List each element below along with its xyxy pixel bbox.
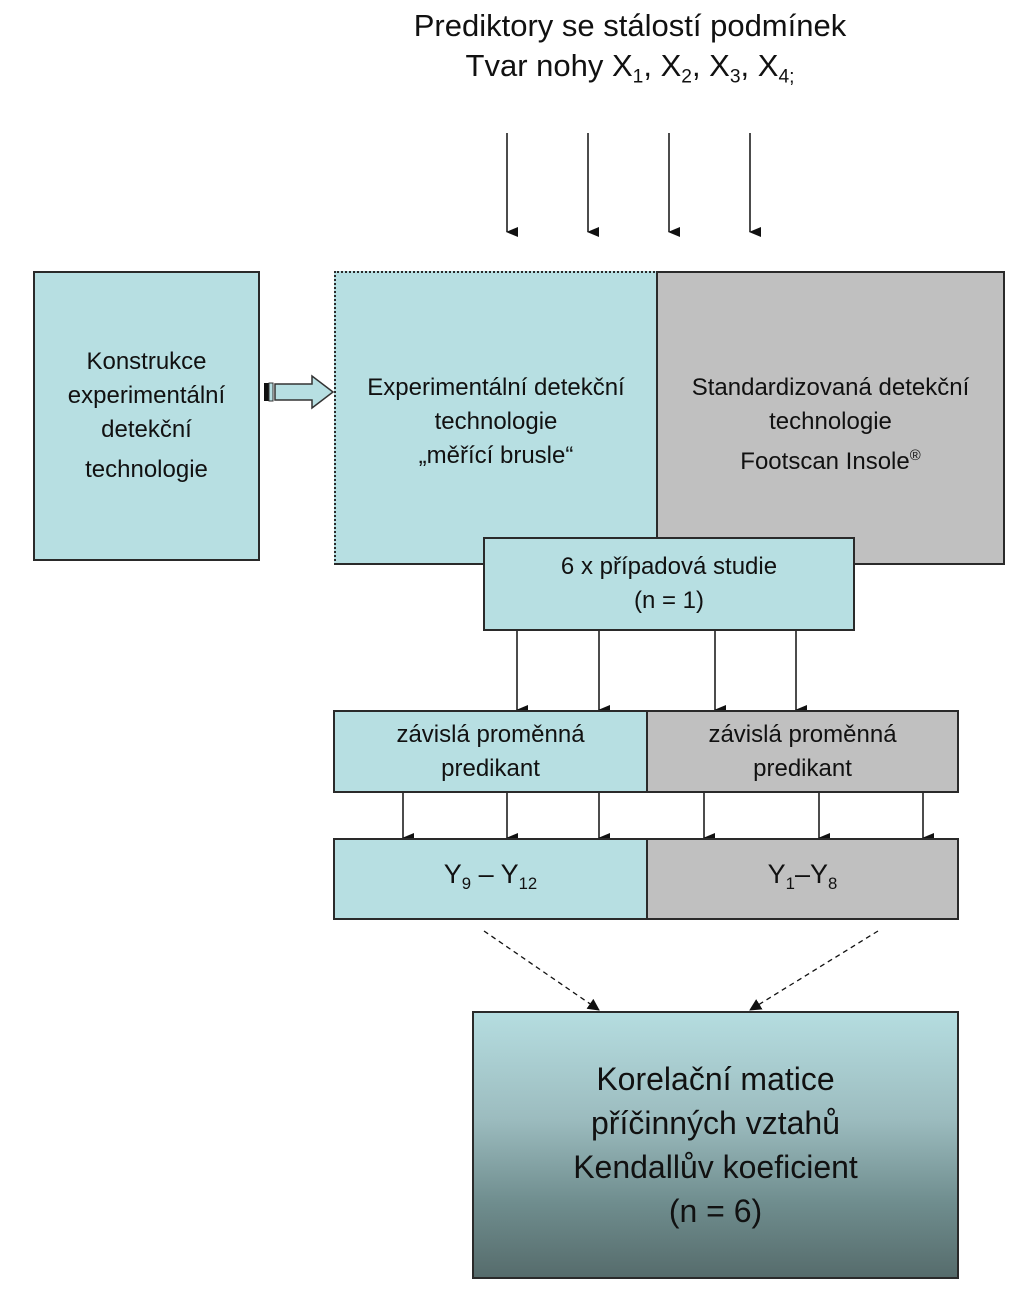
predictors-prefix: Tvar nohy (465, 48, 612, 83)
dependent-variable-left: závislá proměnná predikant (333, 710, 648, 793)
construction-line-3: detekční (101, 416, 192, 443)
dependent-left-line-1: závislá proměnná (396, 720, 585, 748)
correlation-matrix-box: Korelační matice příčinných vztahů Kenda… (472, 1011, 959, 1279)
y-range-left-text: Y9 – Y12 (443, 859, 538, 893)
block-arrow (264, 374, 335, 410)
experimental-line-2: technologie (434, 408, 558, 435)
dashed-arrow-left (483, 930, 600, 1011)
predictor-x1-index: 1 (632, 66, 644, 88)
construction-line-2: experimentální (67, 382, 226, 409)
predictors-title: Prediktory se stálostí podmínek Tvar noh… (300, 6, 960, 98)
case-study-box: 6 x případová studie (n = 1) (483, 537, 855, 631)
predictors-title-line2: Tvar nohy X1, X2, X3, X4; (465, 48, 795, 88)
dependent-right-line-1: závislá proměnná (708, 720, 897, 748)
case-study-line-1: 6 x případová studie (560, 553, 778, 580)
standard-product: Footscan Insole® (740, 439, 920, 479)
dependent-right-line-2: predikant (753, 754, 852, 782)
y-left-start-index: 9 (461, 873, 472, 893)
standard-line-2: technologie (769, 408, 892, 435)
predictor-x4-index: 4; (778, 66, 795, 88)
result-line-2: příčinných vztahů (590, 1105, 840, 1141)
predictors-title-line1: Prediktory se stálostí podmínek (413, 8, 847, 43)
standard-product-name: Footscan Insole (740, 447, 910, 475)
construction-line-4: technologie (85, 456, 208, 483)
standard-technology-box: Standardizovaná detekční technologie Foo… (656, 271, 1005, 565)
predictor-x3-index: 3 (729, 66, 741, 88)
result-line-1: Korelační matice (596, 1061, 835, 1097)
result-line-4: (n = 6) (668, 1193, 763, 1229)
y-right-end-index: 8 (828, 873, 838, 893)
standard-line-1: Standardizovaná detekční (691, 374, 970, 401)
registered-mark: ® (909, 448, 921, 464)
experimental-technology-box: Experimentální detekční technologie „měř… (334, 271, 658, 565)
result-line-3: Kendallův koeficient (573, 1149, 858, 1185)
predictor-x2-index: 2 (681, 66, 692, 88)
dependent-left-line-2: predikant (441, 754, 540, 782)
construction-line-1: Konstrukce (86, 348, 207, 375)
y-left-end-index: 12 (518, 873, 538, 893)
y-range-right: Y1–Y8 (646, 838, 959, 920)
y-range-right-text: Y1–Y8 (767, 859, 838, 893)
dependent-variable-right: závislá proměnná predikant (646, 710, 959, 793)
experimental-line-1: Experimentální detekční (367, 374, 625, 401)
y-left-separator: – (471, 859, 501, 890)
construction-box: Konstrukce experimentální detekční techn… (33, 271, 260, 561)
y-range-left: Y9 – Y12 (333, 838, 648, 920)
case-study-line-2: (n = 1) (633, 587, 705, 614)
experimental-line-3: „měřící brusle“ (418, 442, 574, 469)
dashed-arrow-right (749, 930, 879, 1011)
y-right-separator: – (794, 859, 811, 890)
y-right-start-index: 1 (785, 873, 795, 893)
